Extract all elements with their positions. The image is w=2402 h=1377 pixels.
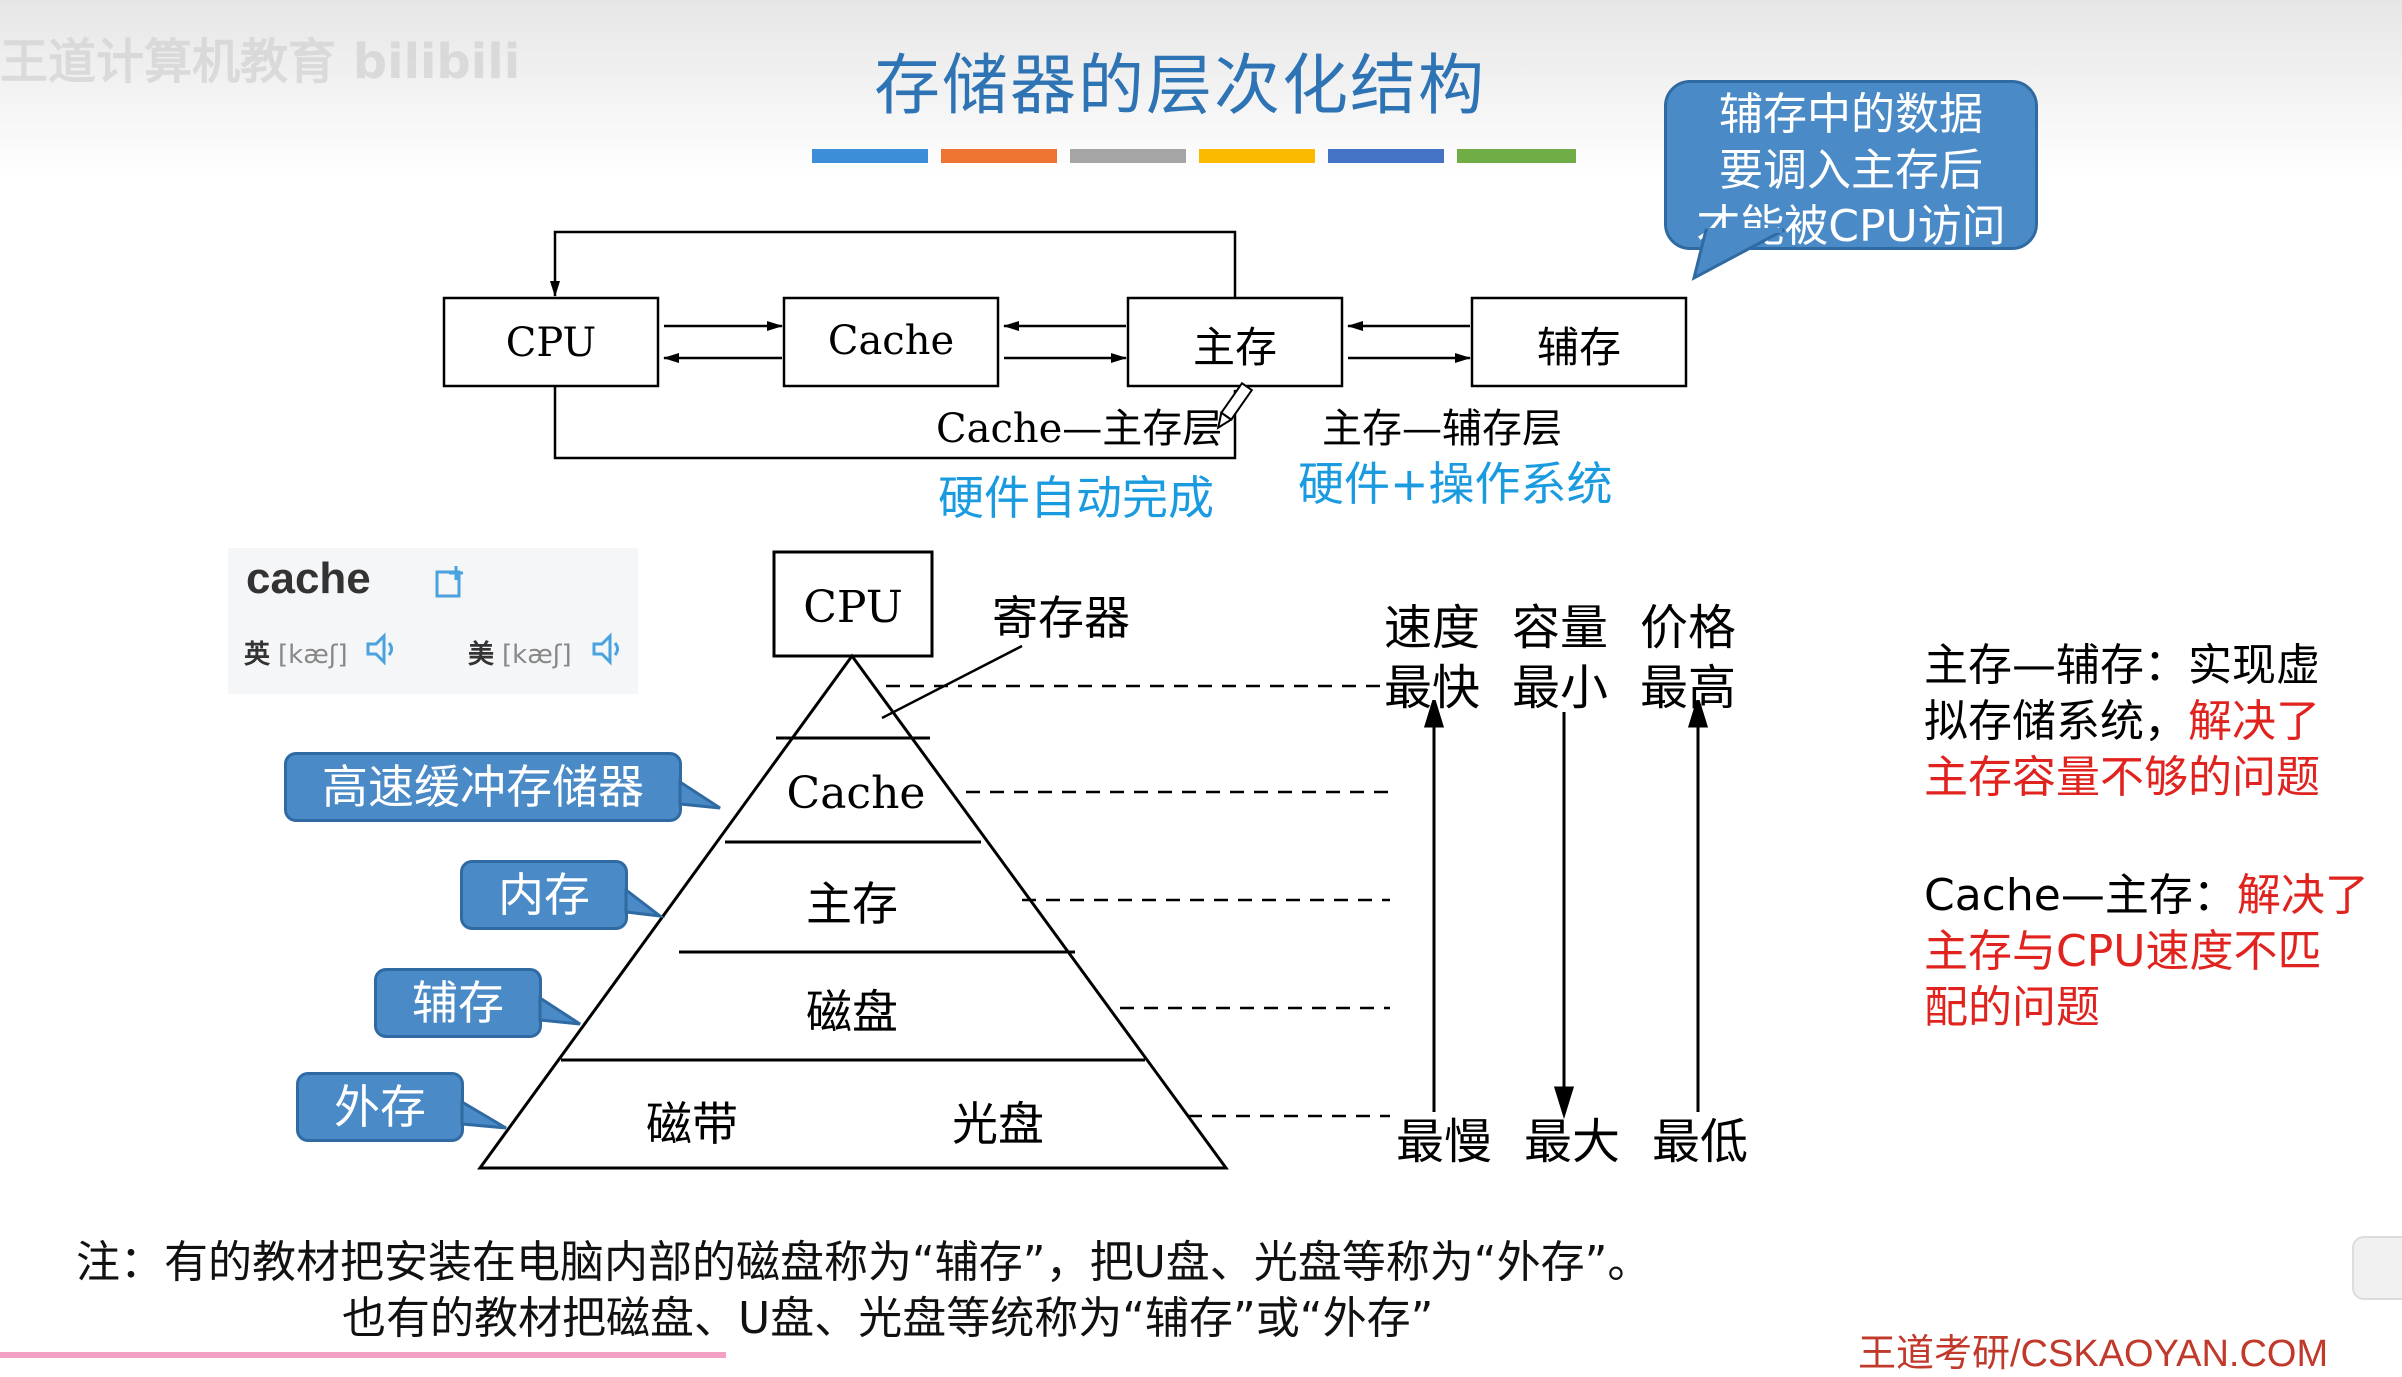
right-note-1: 主存—辅存：实现虚 拟存储系统，解决了 主存容量不够的问题 bbox=[1924, 638, 2320, 806]
tag-external-memory: 外存 bbox=[296, 1072, 464, 1142]
video-control-icon[interactable] bbox=[2352, 1236, 2402, 1300]
right-note-2-line-3: 配的问题 bbox=[1924, 982, 2100, 1033]
layer-main-aux-label: 主存—辅存层 bbox=[1322, 406, 1562, 452]
axis-arrows bbox=[1423, 700, 1709, 1120]
top-flow-diagram bbox=[442, 230, 1688, 460]
tag-tail-2 bbox=[624, 886, 666, 919]
tag-auxiliary-memory: 辅存 bbox=[374, 968, 542, 1038]
pyramid-level-disk: 磁盘 bbox=[806, 985, 898, 1039]
pyramid-dashes bbox=[886, 684, 1390, 1118]
color-bar-seg-1 bbox=[812, 149, 928, 163]
bottom-note-line-1: 注：有的教材把安装在电脑内部的磁盘称为“辅存”，把U盘、光盘等称为“外存”。 bbox=[76, 1237, 1652, 1288]
axis-bottom-price: 最低 bbox=[1652, 1114, 1749, 1170]
watermark-top: 王道计算机教育 bilibili bbox=[0, 34, 521, 90]
watermark-bottom: 王道考研/CSKAOYAN.COM bbox=[1858, 1333, 2329, 1375]
tag-tail-4 bbox=[460, 1099, 507, 1130]
phonetic-uk: 英[kæʃ] bbox=[244, 634, 348, 671]
callout-line-1: 辅存中的数据 bbox=[1719, 89, 1983, 140]
phonetic-uk-label: 英 bbox=[244, 640, 271, 670]
pyramid-diagram bbox=[477, 550, 1390, 1170]
right-note-1-line-2: 拟存储系统，解决了 bbox=[1924, 694, 2320, 750]
axis-top-price: 最高 bbox=[1640, 660, 1737, 716]
color-bar-seg-5 bbox=[1328, 149, 1444, 163]
axis-top-capacity: 最小 bbox=[1512, 660, 1609, 716]
right-note-1-line-3: 主存容量不够的问题 bbox=[1924, 752, 2320, 803]
right-note-2-line-1-red: 解决了 bbox=[2236, 870, 2369, 921]
pyramid-outline bbox=[477, 653, 1229, 1170]
axis-header-capacity: 容量 bbox=[1512, 600, 1609, 656]
pencil-icon bbox=[1216, 381, 1254, 430]
dictionary-word: cache bbox=[246, 554, 371, 603]
color-bar-seg-2 bbox=[941, 149, 1057, 163]
phonetic-us-ipa: [kæʃ] bbox=[502, 640, 572, 670]
loop-bottom bbox=[553, 386, 1240, 460]
arrow-speed-head bbox=[1423, 700, 1445, 728]
pyramid-lines bbox=[477, 550, 1229, 1170]
note-hardware: 硬件自动完成 bbox=[938, 471, 1214, 525]
axis-header-speed: 速度 bbox=[1384, 600, 1481, 656]
right-note-1-line-2-black: 拟存储系统， bbox=[1924, 696, 2188, 747]
pyramid-level-optical: 光盘 bbox=[952, 1097, 1044, 1151]
right-note-2-line-1: Cache—主存：解决了 bbox=[1924, 868, 2369, 924]
right-note-1-line-2-red: 解决了 bbox=[2188, 696, 2320, 747]
phonetic-us-label: 美 bbox=[468, 640, 495, 670]
box-cpu-frame bbox=[442, 296, 660, 388]
box-cpu-label: CPU bbox=[505, 320, 597, 366]
tag-tail-1 bbox=[678, 779, 721, 810]
color-bar bbox=[812, 149, 1576, 163]
box-cache-frame bbox=[782, 296, 1000, 388]
pyramid-level-tape: 磁带 bbox=[646, 1097, 738, 1151]
note-hardware-os: 硬件+操作系统 bbox=[1298, 457, 1613, 511]
bottom-accent-line bbox=[0, 1352, 726, 1358]
arrow-capacity-head bbox=[1553, 1086, 1575, 1120]
register-pointer bbox=[881, 644, 1023, 720]
axis-header-price: 价格 bbox=[1640, 600, 1737, 656]
right-note-2-line-2: 主存与CPU速度不匹 bbox=[1924, 926, 2322, 977]
slide-title: 存储器的层次化结构 bbox=[874, 47, 1486, 124]
callout-line-2: 要调入主存后 bbox=[1719, 145, 1983, 196]
pyramid-cpu-label: CPU bbox=[803, 582, 903, 633]
pyramid-level-cache: Cache bbox=[786, 768, 926, 819]
speaker-icon[interactable] bbox=[364, 632, 398, 666]
phonetic-uk-ipa: [kæʃ] bbox=[278, 640, 348, 670]
right-note-2-line-1-black: Cache—主存： bbox=[1924, 870, 2237, 921]
loop-top bbox=[550, 230, 1237, 298]
tag-internal-memory: 内存 bbox=[460, 860, 628, 930]
callout-tail bbox=[1691, 228, 1785, 281]
color-bar-seg-4 bbox=[1199, 149, 1315, 163]
register-label: 寄存器 bbox=[992, 591, 1130, 645]
bottom-note-line-2: 也有的教材把磁盘、U盘、光盘等统称为“辅存”或“外存” bbox=[342, 1293, 1434, 1344]
dictionary-popup: cache 英[kæʃ] 美[kæʃ] bbox=[228, 548, 638, 694]
box-aux-frame bbox=[1470, 296, 1688, 388]
tag-cache-memory: 高速缓冲存储器 bbox=[284, 752, 682, 822]
box-main-label: 主存 bbox=[1192, 323, 1277, 372]
axis-bottom-speed: 最慢 bbox=[1396, 1114, 1493, 1170]
tag-tail-3 bbox=[538, 995, 581, 1026]
pyramid-level-main: 主存 bbox=[806, 877, 898, 931]
add-note-icon[interactable] bbox=[434, 566, 466, 600]
speaker-icon[interactable] bbox=[590, 632, 624, 666]
arrow-price-head bbox=[1687, 700, 1709, 728]
color-bar-seg-3 bbox=[1070, 149, 1186, 163]
box-cache-label: Cache bbox=[827, 318, 955, 364]
color-bar-seg-6 bbox=[1457, 149, 1576, 163]
phonetic-us: 美[kæʃ] bbox=[468, 634, 572, 671]
right-note-1-line-1: 主存—辅存：实现虚 bbox=[1924, 640, 2320, 691]
right-note-2: Cache—主存：解决了 主存与CPU速度不匹 配的问题 bbox=[1924, 868, 2369, 1036]
layer-cache-main-label: Cache—主存层 bbox=[936, 406, 1223, 452]
box-aux-label: 辅存 bbox=[1536, 323, 1621, 372]
top-diagram-lines bbox=[442, 230, 1688, 460]
axis-bottom-capacity: 最大 bbox=[1524, 1114, 1621, 1170]
